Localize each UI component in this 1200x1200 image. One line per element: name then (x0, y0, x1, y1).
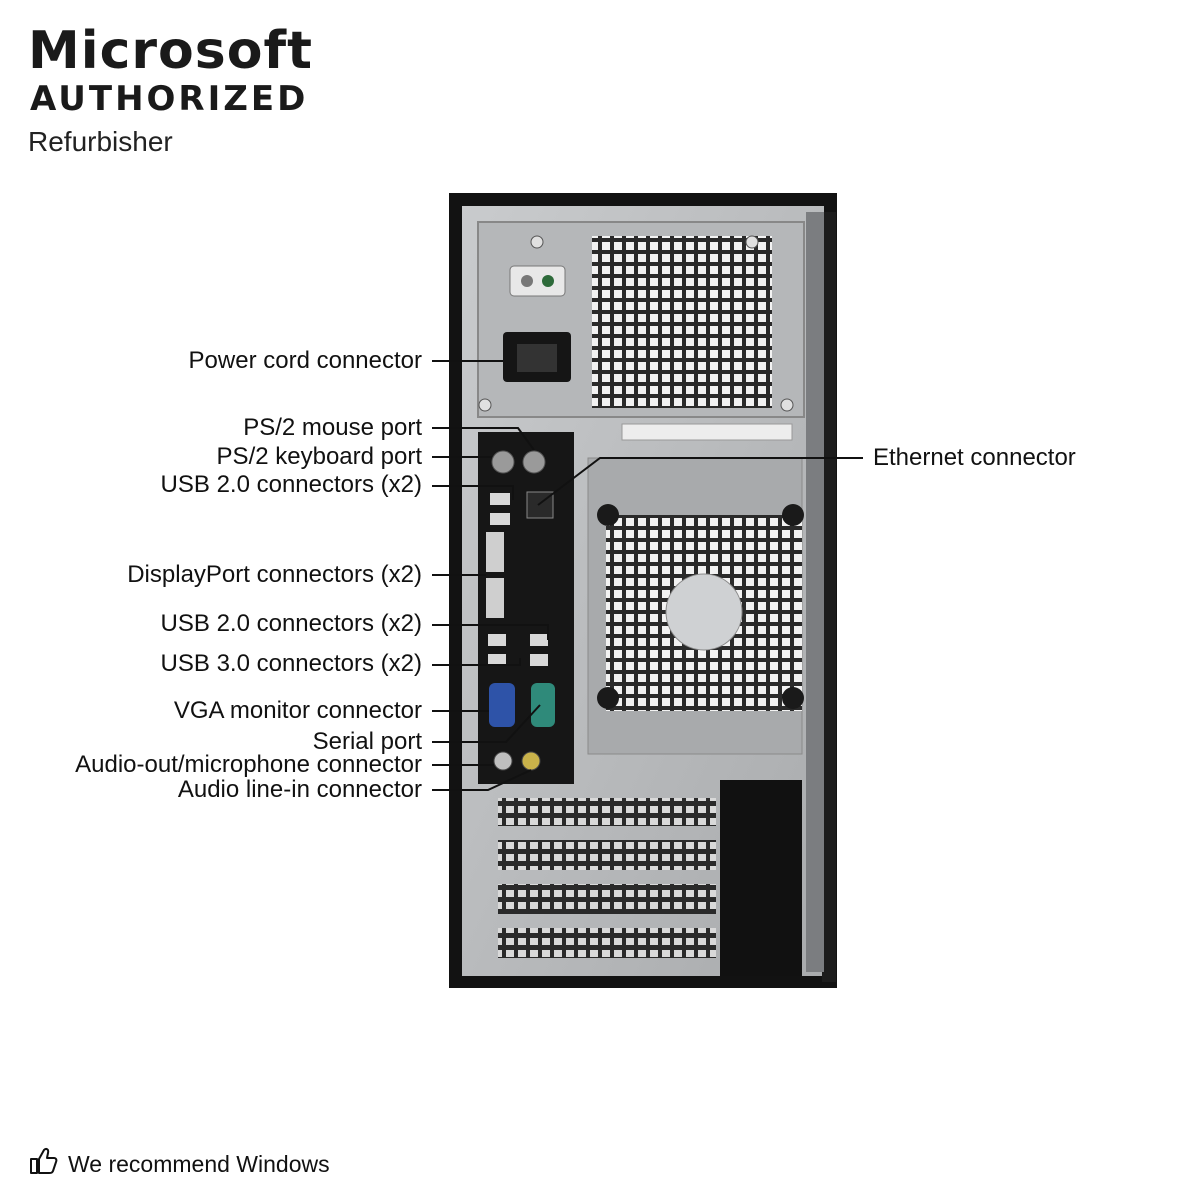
callout-usb20-top: USB 2.0 connectors (x2) (160, 471, 422, 498)
callout-audio-in: Audio line-in connector (177, 776, 422, 803)
brand-microsoft: Microsoft (28, 21, 313, 81)
brand-refurbisher: Refurbisher (28, 126, 173, 157)
vga-port (489, 683, 515, 727)
power-supply (477, 221, 805, 418)
callout-serial: Serial port (312, 728, 422, 755)
callout-vga: VGA monitor connector (173, 697, 422, 724)
recommend-windows-text: We recommend Windows (68, 1150, 330, 1177)
callout-ps2-keyboard: PS/2 keyboard port (216, 443, 422, 470)
serial-port (531, 683, 555, 727)
displayport-port (486, 532, 504, 572)
usb-port (530, 634, 548, 646)
thumbs-up-icon (28, 1146, 58, 1181)
callout-usb20-mid: USB 2.0 connectors (x2) (160, 610, 422, 637)
callout-displayport: DisplayPort connectors (x2) (127, 561, 422, 588)
footer: We recommend Windows (28, 1146, 330, 1181)
brand-authorized: AUTHORIZED (30, 79, 309, 119)
leader-lines (432, 360, 863, 791)
audio-in-port (521, 751, 541, 771)
fan-grille (587, 457, 804, 755)
service-label (621, 423, 793, 441)
audio-out-port (493, 751, 513, 771)
io-panel (478, 432, 574, 784)
usb-port (490, 513, 510, 525)
usb-port (530, 654, 548, 666)
displayport-port (486, 578, 504, 618)
callout-power-cord: Power cord connector (188, 347, 422, 374)
brand-logo: Microsoft AUTHORIZED Refurbisher (28, 22, 313, 162)
usb-port (490, 493, 510, 505)
callout-ethernet: Ethernet connector (873, 444, 1076, 471)
callout-usb30: USB 3.0 connectors (x2) (160, 650, 422, 677)
usb-port (488, 654, 506, 666)
expansion-slots (498, 780, 802, 976)
ps2-keyboard-port (491, 450, 515, 474)
callout-audio-out: Audio-out/microphone connector (75, 751, 422, 778)
usb-port (488, 634, 506, 646)
callout-ps2-mouse: PS/2 mouse port (243, 414, 422, 441)
ps2-mouse-port (522, 450, 546, 474)
